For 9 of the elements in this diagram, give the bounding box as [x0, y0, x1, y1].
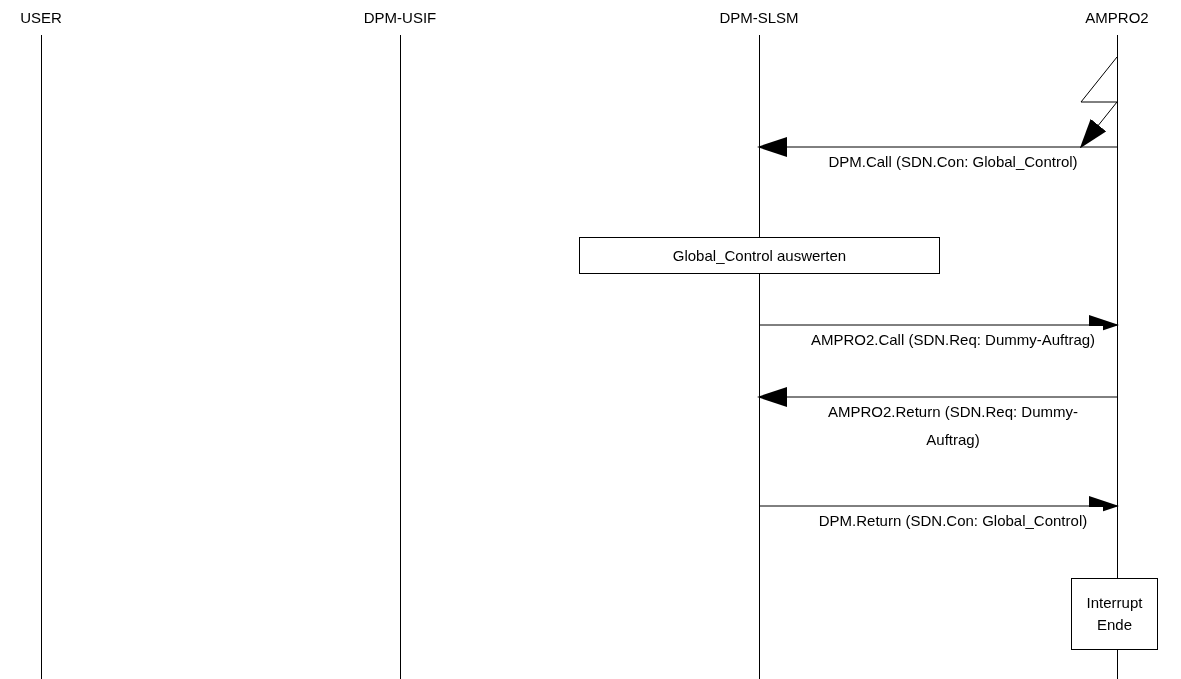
lifeline-header: AMPRO2 [1084, 8, 1150, 28]
message-arrow [757, 137, 1118, 157]
lifeline-header: DPM-SLSM [718, 8, 800, 28]
process-box: Global_Control auswerten [579, 237, 940, 274]
lightning-arrow [1079, 56, 1118, 149]
lifeline-header: USER [19, 8, 63, 28]
message-arrow [757, 387, 1118, 407]
lifeline-header: DPM-USIF [362, 8, 438, 28]
process-box: Interrupt Ende [1071, 578, 1158, 650]
